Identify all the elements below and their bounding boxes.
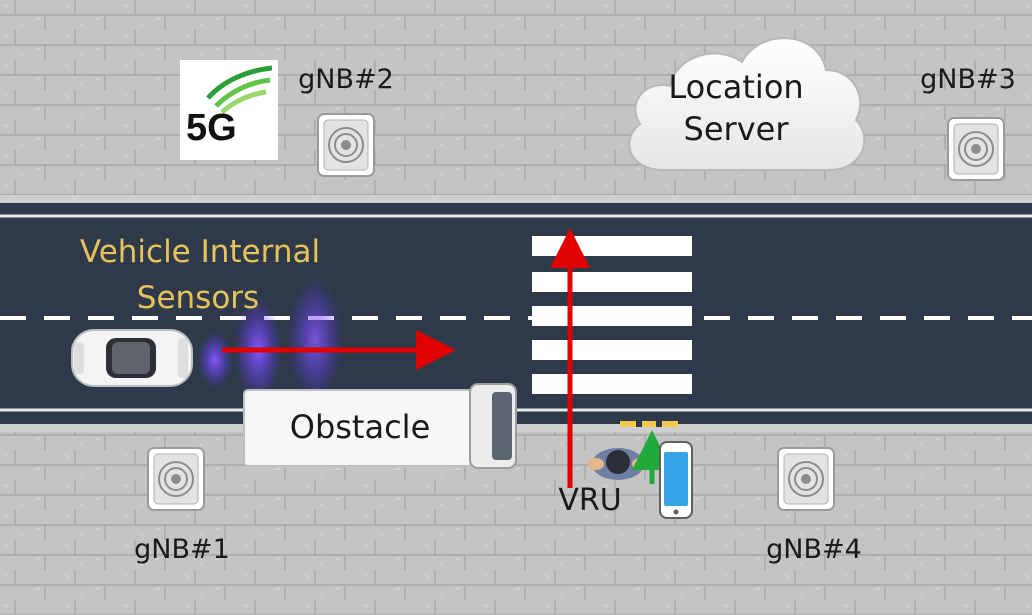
sensors-label-line1: Vehicle Internal <box>80 234 320 270</box>
truck-icon <box>243 383 517 469</box>
location-server-label-line1: Location <box>668 68 803 106</box>
gnb1-label: gNB#1 <box>134 534 230 565</box>
cloud-icon <box>628 37 866 171</box>
sensors-label-line2: Sensors <box>137 280 259 316</box>
vru-label: VRU <box>558 483 621 518</box>
base-station-icon-gnb1 <box>147 447 205 511</box>
5g-logo-icon: 5G <box>180 60 278 160</box>
gnb3-label: gNB#3 <box>920 64 1016 95</box>
road <box>0 195 1032 432</box>
location-server-label-line2: Server <box>684 110 790 148</box>
base-station-icon-gnb2 <box>317 113 375 177</box>
car-icon <box>71 329 193 387</box>
curb-markers <box>620 421 678 427</box>
gnb2-label: gNB#2 <box>298 64 394 95</box>
5g-logo-text: 5G <box>186 107 237 149</box>
obstacle-label: Obstacle <box>290 408 431 446</box>
gnb4-label: gNB#4 <box>766 534 862 565</box>
base-station-icon-gnb3 <box>947 117 1005 181</box>
base-station-icon-gnb4 <box>777 447 835 511</box>
smartphone-icon <box>659 441 693 519</box>
